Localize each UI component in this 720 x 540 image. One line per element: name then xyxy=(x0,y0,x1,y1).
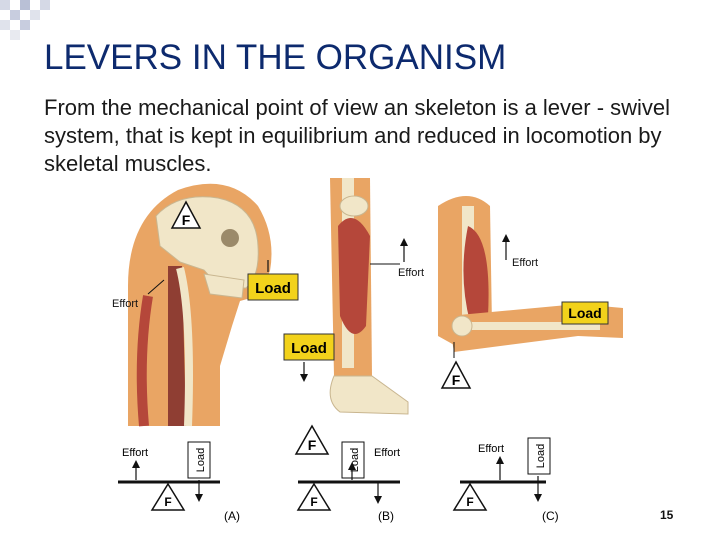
arm-fulcrum: F xyxy=(440,342,472,389)
head-fulcrum-label: F xyxy=(182,212,191,228)
slide-title: LEVERS IN THE ORGANISM xyxy=(44,38,507,77)
levers-figure: F Effort Load Effort Load Effort Load xyxy=(112,178,623,523)
schematic-a: Effort Load F (A) xyxy=(118,441,240,523)
schematic-a-fulcrum-label: F xyxy=(164,495,171,509)
schematic-a-effort-label: Effort xyxy=(122,447,148,459)
head-load-label: Load xyxy=(255,280,291,297)
checker-pattern xyxy=(0,0,50,40)
head-illustration xyxy=(128,183,272,427)
arm-effort-label: Effort xyxy=(512,257,538,269)
schematic-c-load-label: Load xyxy=(535,444,547,468)
schematic-c: Effort Load F (C) xyxy=(452,437,559,523)
head-effort-label: Effort xyxy=(112,298,138,310)
schematic-b-fulcrum-label: F xyxy=(310,495,317,509)
schematic-c-caption: (C) xyxy=(542,509,559,523)
arm-load-label: Load xyxy=(568,305,601,321)
leg-effort-label: Effort xyxy=(398,267,424,279)
schematic-b-top-fulcrum-label: F xyxy=(308,437,317,453)
schematic-c-effort-label: Effort xyxy=(478,443,504,455)
slide-body-text: From the mechanical point of view an ske… xyxy=(44,95,671,176)
arm-illustration xyxy=(438,196,623,352)
leg-load-box: Load xyxy=(283,333,335,382)
head-fulcrum: F xyxy=(170,200,202,229)
schematic-c-fulcrum-label: F xyxy=(466,495,473,509)
schematic-b-caption: (B) xyxy=(378,509,394,523)
leg-illustration xyxy=(329,178,409,415)
arm-load-box: Load xyxy=(561,301,609,325)
leg-load-label: Load xyxy=(291,340,327,357)
schematic-b: F Load Effort F (B) xyxy=(294,424,400,523)
head-load-box: Load xyxy=(247,260,299,301)
schematic-a-load-label: Load xyxy=(195,448,207,472)
schematic-b-effort-label: Effort xyxy=(374,447,400,459)
page-number: 15 xyxy=(660,508,674,522)
arm-fulcrum-label: F xyxy=(452,372,461,388)
schematic-a-caption: (A) xyxy=(224,509,240,523)
